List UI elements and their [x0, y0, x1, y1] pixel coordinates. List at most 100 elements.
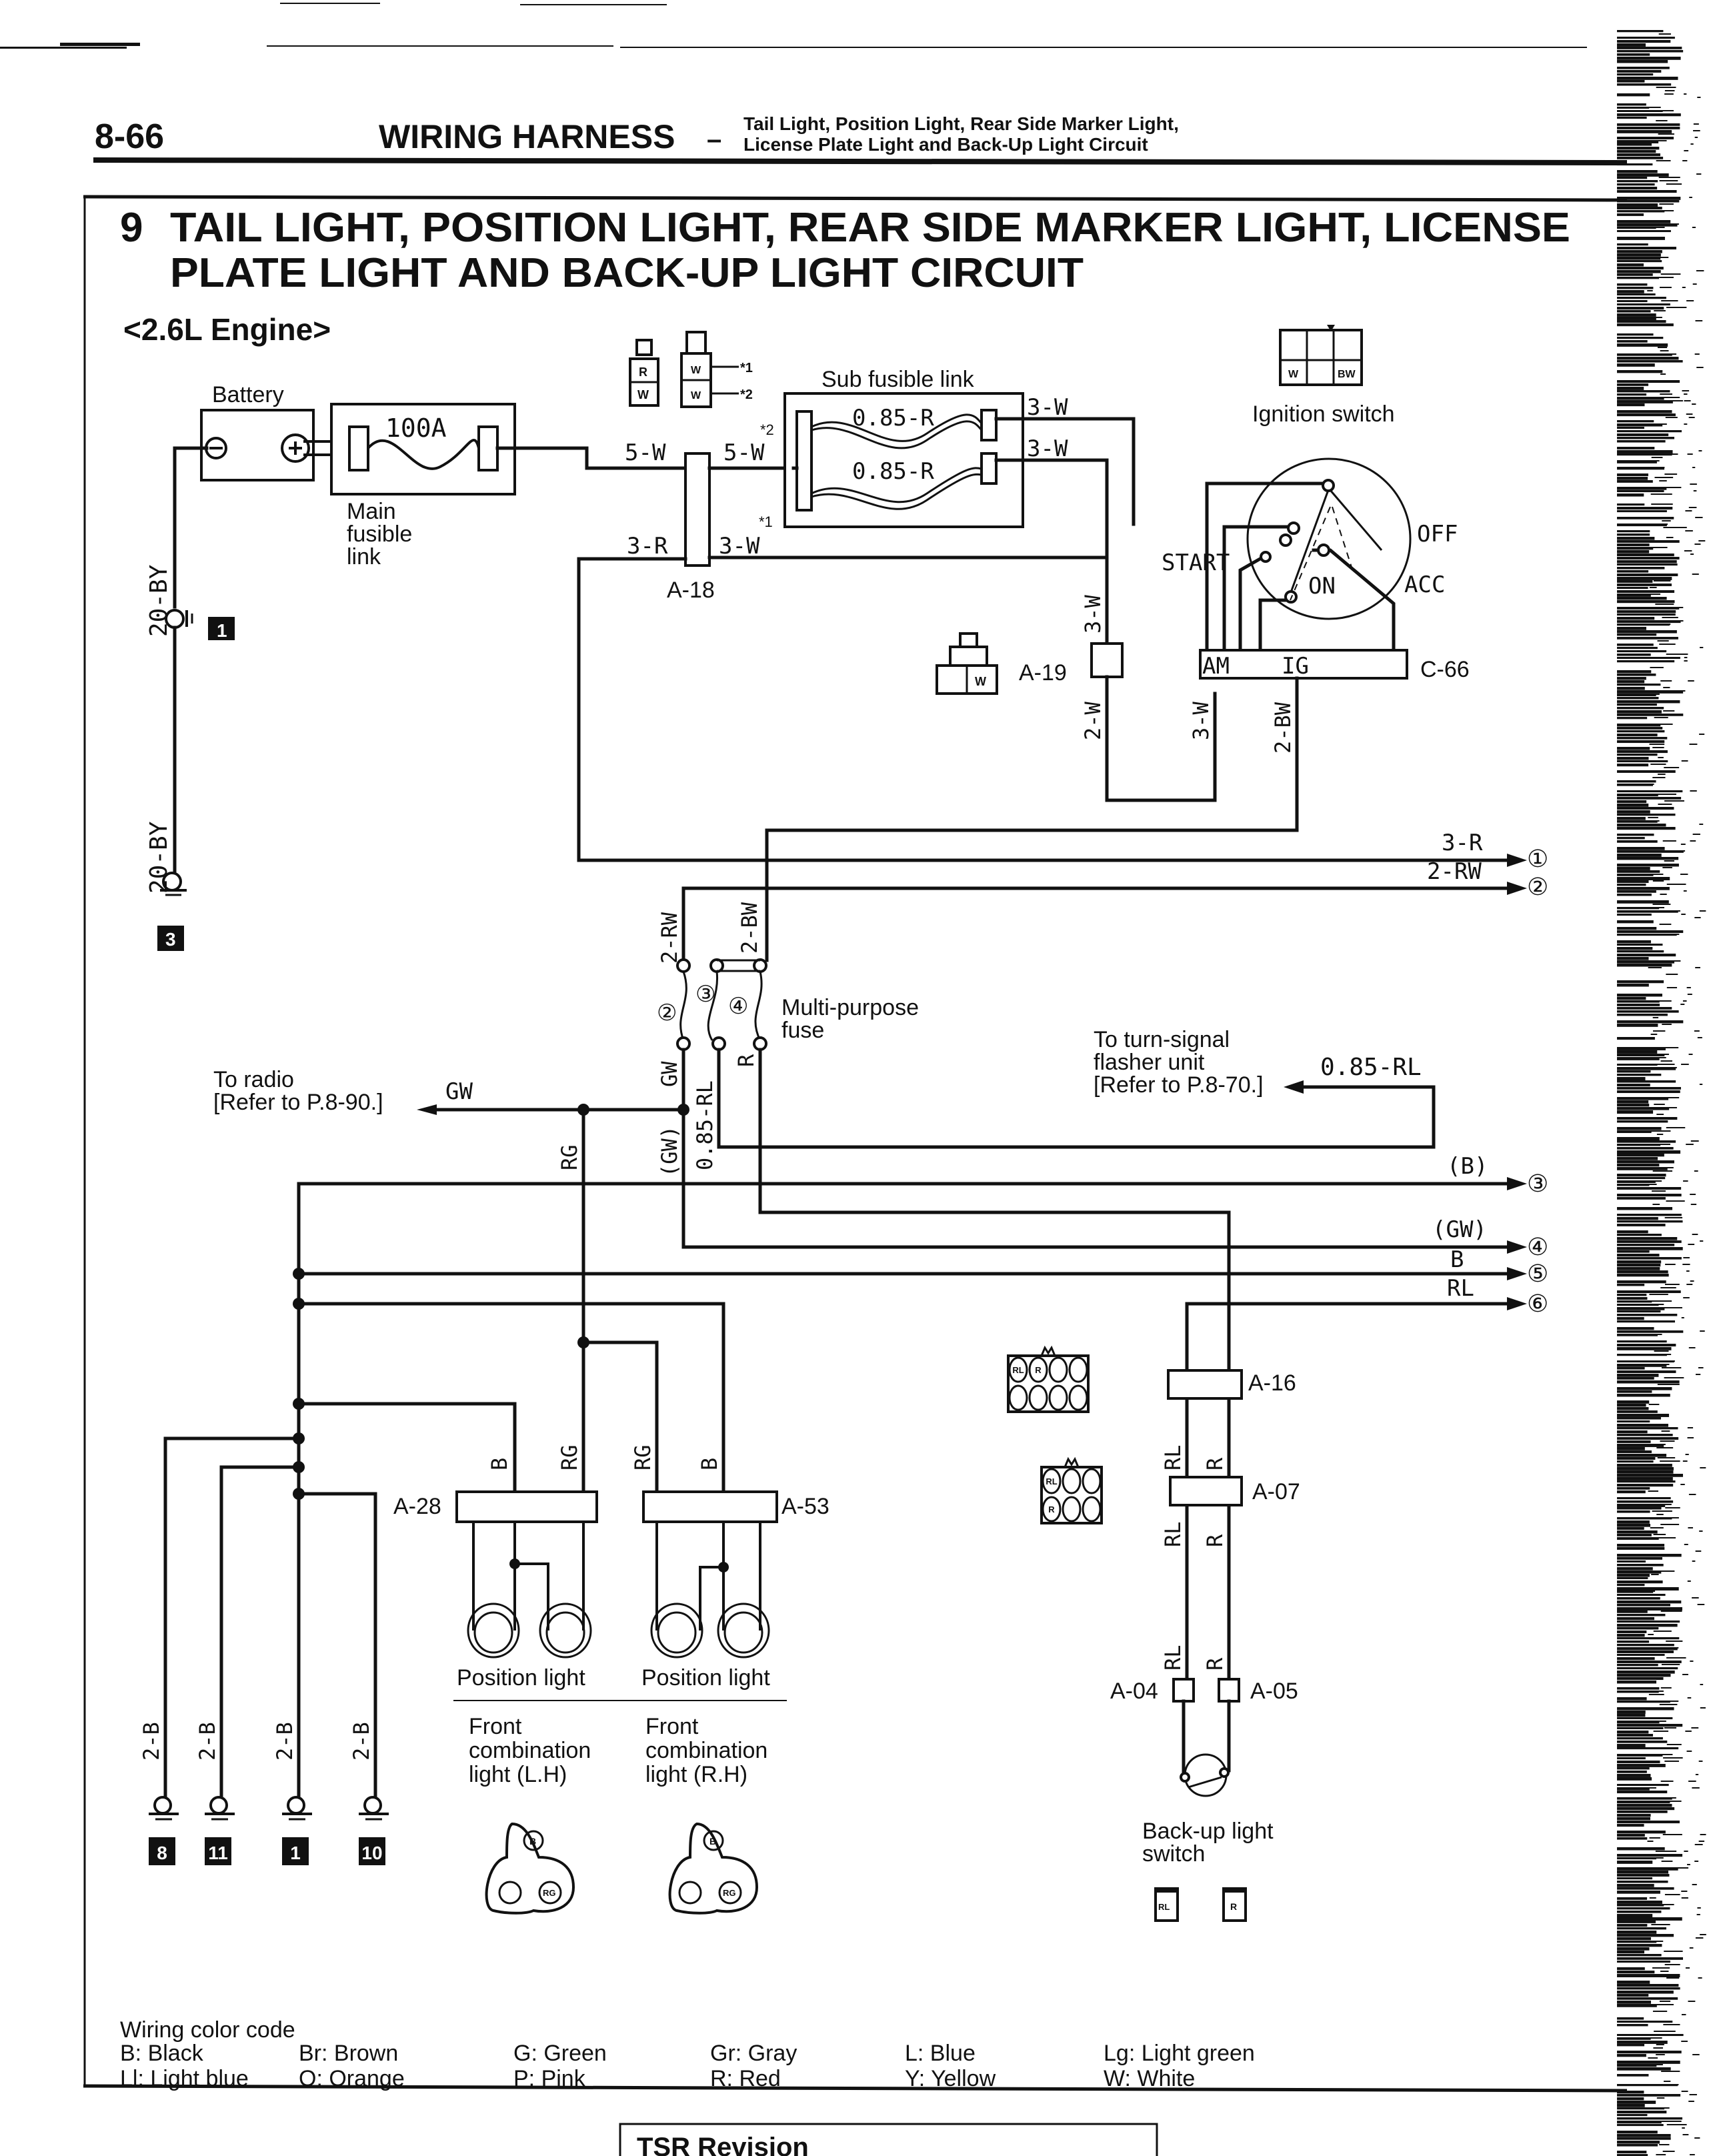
sub-link-wire-2: 0.85-R — [852, 458, 934, 485]
color-code-entry: Ll: Light blue — [120, 2066, 249, 2091]
svg-text:RL: RL — [1046, 1476, 1057, 1486]
svg-text:*2: *2 — [740, 387, 753, 402]
connector-a28-label: A-28 — [393, 1494, 441, 1519]
connector-a18 — [684, 452, 711, 567]
wire-label-rg: RG — [557, 1144, 582, 1170]
color-code-entry: P: Pink — [513, 2066, 586, 2091]
backup-light-circuit: A-16 A-07 RL R RL R RL R A-04 A-05 Back-… — [1007, 1302, 1300, 1922]
front-combo-rh-3: light (R.H) — [645, 1762, 747, 1787]
ground-point: 112-B — [195, 1722, 235, 1865]
ignition-switch: Ignition switch W BW START ON OFF ACC — [765, 325, 1470, 946]
wire-label-ig-out: 2-BW — [1270, 702, 1296, 754]
color-code-entry: O: Orange — [299, 2066, 405, 2091]
connector-a53 — [642, 1490, 778, 1523]
ign-terminal-ig: IG — [1282, 653, 1309, 680]
output-2: ② — [1527, 873, 1548, 900]
main-fuse-rating: 100A — [385, 413, 447, 443]
wire-label-2-b: 2-B — [349, 1722, 374, 1761]
battery-label: Battery — [212, 382, 284, 407]
color-code-entry: Br: Brown — [299, 2041, 398, 2066]
front-combo-lh-2: combination — [469, 1738, 591, 1763]
main-fusible-link-label-1: Main — [347, 499, 396, 524]
header-subtitle-line2: License Plate Light and Back-Up Light Ci… — [743, 134, 1148, 155]
sub-fusible-link: Sub fusible link 0.85-R 0.85-R 3-W 3-W 3… — [783, 367, 1136, 646]
output-6-wire: RL — [1447, 1275, 1474, 1302]
title-line2: PLATE LIGHT AND BACK-UP LIGHT CIRCUIT — [170, 250, 1084, 296]
svg-text:R: R — [639, 365, 647, 379]
page-header: 8-66 WIRING HARNESS – Tail Light, Positi… — [93, 113, 1628, 165]
ignition-connector-face: W BW — [1279, 325, 1363, 386]
connector-a07-label: A-07 — [1252, 1479, 1300, 1504]
svg-text:W: W — [691, 365, 701, 376]
wire-label-fuse-out-r: R — [733, 1054, 759, 1067]
connector-a19: W A-19 2-W 3-W — [936, 632, 1217, 802]
main-fusible-link-label-3: link — [347, 544, 381, 570]
wire-label-a05-r: R — [1202, 1657, 1228, 1671]
ground-point: 82-B — [139, 1722, 179, 1865]
main-fusible-link-label-2: fusible — [347, 521, 412, 547]
header-subtitle-line1: Tail Light, Position Light, Rear Side Ma… — [743, 113, 1179, 134]
output-4-wire: (GW) — [1432, 1216, 1487, 1243]
output-1: ① — [1527, 845, 1548, 872]
output-wires-bottom: (B) ③ (GW) ④ B ⑤ RL ⑥ — [293, 1153, 1548, 1492]
wire-label-a07-r: R — [1202, 1534, 1228, 1547]
multi-purpose-fuse-label-2: fuse — [781, 1018, 824, 1043]
wire-label-a53-b: B — [697, 1458, 722, 1470]
svg-text:W: W — [637, 388, 649, 401]
wire-label-fuse-in-bw: 2-BW — [737, 902, 762, 954]
connector-a05 — [1218, 1678, 1240, 1703]
wire-label-a28-b: B — [487, 1458, 512, 1470]
svg-text:W: W — [975, 675, 986, 688]
diagram-title: 9 TAIL LIGHT, POSITION LIGHT, REAR SIDE … — [120, 205, 1570, 347]
ground-label: 8 — [157, 1843, 167, 1863]
wire-label-3-w: 3-W — [719, 533, 760, 560]
wire-label-20-by-upper: 20-BY — [145, 564, 173, 637]
svg-text:B: B — [529, 1836, 536, 1847]
svg-text:R: R — [1230, 1901, 1237, 1912]
output-5: ⑤ — [1527, 1260, 1548, 1287]
connector-a04 — [1172, 1678, 1195, 1703]
connector-a18-label: A-18 — [667, 578, 715, 603]
svg-text:*1: *1 — [740, 361, 753, 375]
connector-a04-label: A-04 — [1110, 1679, 1158, 1704]
multi-purpose-fuse: 2-RW 2-BW ② ③ ④ Multi-purpose fuse GW (G… — [657, 886, 1436, 1733]
scan-edge-right — [1617, 30, 1706, 2156]
sub-fusible-link-label: Sub fusible link — [821, 367, 975, 392]
wire-label-20-by-lower: 20-BY — [145, 821, 173, 894]
ignition-switch-label: Ignition switch — [1252, 401, 1395, 427]
svg-text:RG: RG — [723, 1888, 736, 1898]
connector-a28 — [455, 1490, 598, 1523]
color-code-entry: G: Green — [513, 2041, 607, 2066]
scan-artifacts-top — [0, 3, 1587, 49]
color-code-entry: B: Black — [120, 2041, 204, 2066]
svg-text:B: B — [709, 1836, 716, 1847]
color-code-entry: W: White — [1104, 2066, 1195, 2091]
svg-text:W: W — [691, 390, 701, 401]
color-code-entry: R: Red — [710, 2066, 781, 2091]
fuse-number-4: ④ — [728, 994, 748, 1019]
svg-text:RG: RG — [543, 1888, 556, 1898]
wire-label-a16-r: R — [1202, 1457, 1228, 1470]
ign-position-on: ON — [1308, 573, 1336, 600]
page-number: 8-66 — [95, 117, 164, 156]
wire-label-am-in: 3-W — [1188, 701, 1214, 740]
output-wires-top: 3-R ① 2-RW ② — [577, 830, 1548, 946]
svg-text:R: R — [1035, 1365, 1042, 1375]
turn-signal-ref-3: [Refer to P.8-70.] — [1094, 1072, 1264, 1098]
battery: Battery — [200, 382, 347, 481]
battery-ground-wire: 1 3 20-BY 20-BY — [145, 446, 235, 951]
fuse-number-3: ③ — [695, 982, 715, 1007]
wire-label-a19-out: 2-W — [1080, 701, 1106, 740]
ground-label-1: 1 — [217, 620, 227, 641]
wire-label-a53-rg: RG — [630, 1444, 655, 1470]
front-combo-rh-2: combination — [645, 1738, 767, 1763]
header-rule — [93, 157, 1628, 165]
engine-label: <2.6L Engine> — [123, 312, 331, 347]
ground-point: 12-B — [272, 1722, 312, 1865]
output-2-wire: 2-RW — [1427, 858, 1482, 885]
wire-label-turn-rl: 0.85-RL — [1320, 1054, 1422, 1081]
radio-ref-1: To radio — [213, 1067, 294, 1092]
wire-label-a28-rg: RG — [557, 1444, 582, 1470]
section-dash: – — [707, 125, 721, 154]
